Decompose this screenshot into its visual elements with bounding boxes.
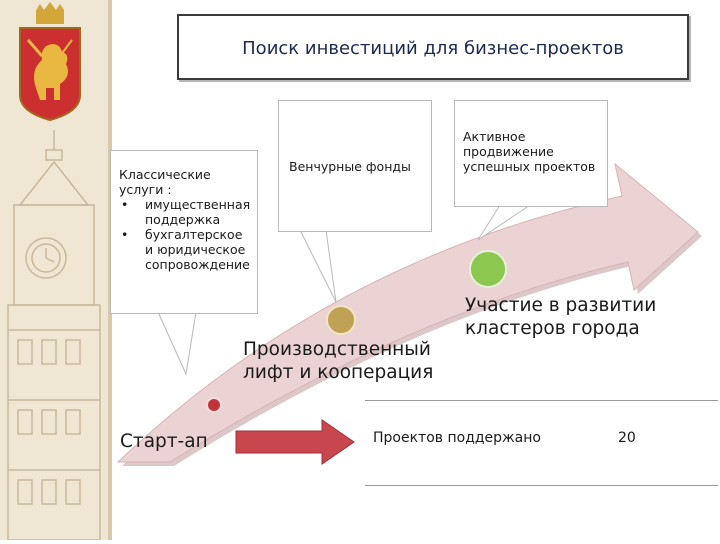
projects-supported-label: Проектов поддержано (373, 430, 541, 446)
venture-funds-label: Венчурные фонды (289, 159, 411, 174)
left-decor-panel (0, 0, 108, 541)
table-top-line (365, 400, 718, 401)
clusters-stage-label: Участие в развитии кластеров города (465, 295, 657, 339)
production-stage-label: Производственный лифт и кооперация (243, 339, 434, 383)
horizontal-arrow (235, 419, 355, 465)
sidebar-art (7, 2, 101, 541)
projects-supported-value: 20 (618, 430, 636, 446)
classic-services-list: имущественная поддержка бухгалтерское и … (119, 197, 250, 272)
production-stage-dot (326, 305, 356, 335)
classic-services-heading: Классические услуги : (119, 167, 211, 197)
classic-services-item: бухгалтерское и юридическое сопровождени… (119, 227, 250, 272)
venture-funds-callout: Венчурные фонды (278, 100, 432, 232)
clusters-stage-dot (469, 250, 507, 288)
table-bottom-line (365, 485, 718, 486)
startup-stage-label: Старт-ап (120, 431, 208, 452)
classic-services-item: имущественная поддержка (119, 197, 250, 227)
title-box: Поиск инвестиций для бизнес-проектов (177, 14, 689, 80)
active-promotion-label: Активное продвижение успешных проектов (463, 129, 596, 174)
active-promotion-callout: Активное продвижение успешных проектов (454, 100, 608, 207)
city-coat-of-arms-icon (19, 2, 81, 122)
page-title: Поиск инвестиций для бизнес-проектов (242, 38, 624, 59)
startup-stage-dot (206, 397, 222, 413)
classic-services-callout: Классические услуги : имущественная подд… (110, 150, 258, 314)
